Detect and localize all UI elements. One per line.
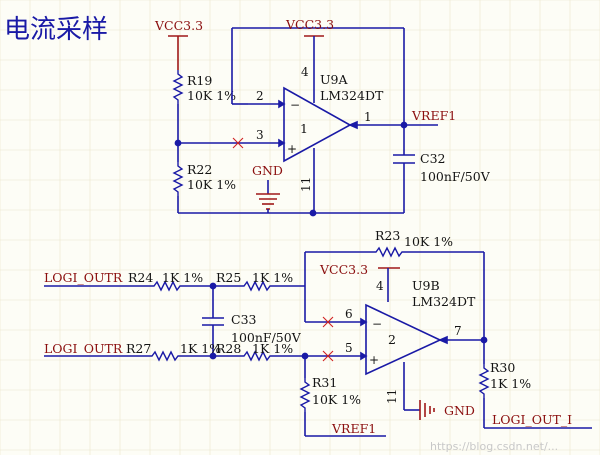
r22-symbol bbox=[172, 162, 184, 196]
u9a-opamp-symbol bbox=[283, 86, 352, 163]
r25-symbol bbox=[240, 280, 274, 292]
r23-value: 10K 1% bbox=[404, 234, 453, 249]
r23-ref: R23 bbox=[375, 228, 400, 243]
u9a-pin1-num: 1 bbox=[364, 110, 372, 124]
r25-value: 1K 1% bbox=[252, 270, 293, 285]
r19-symbol bbox=[172, 70, 184, 104]
r24-ref: R24 bbox=[128, 270, 153, 285]
c32-ref: C32 bbox=[420, 151, 445, 166]
vref1-label-out: VREF1 bbox=[411, 108, 456, 123]
r31-symbol bbox=[299, 378, 311, 412]
port-logi-outr2: LOGI_OUTR bbox=[44, 341, 123, 356]
u9a-pin3-arrow bbox=[278, 138, 286, 148]
c32-value: 100nF/50V bbox=[420, 169, 491, 184]
u9a-stage: VCC3.3 R19 10K 1% R22 10K 1% GND VCC3.3 bbox=[154, 17, 491, 217]
r27-symbol bbox=[148, 350, 182, 362]
port-logi-outr: LOGI_OUTR bbox=[44, 270, 123, 285]
u9b-pin7-num: 7 bbox=[454, 324, 462, 338]
r28-value: 1K 1% bbox=[252, 341, 293, 356]
u9a-part: LM324DT bbox=[320, 88, 384, 103]
u9b-opamp-symbol bbox=[365, 303, 442, 376]
u9b-pin6-num: 6 bbox=[345, 307, 353, 321]
no-connect-mark bbox=[322, 316, 334, 362]
vref1-label-in: VREF1 bbox=[331, 421, 376, 436]
r28-ref: R28 bbox=[216, 341, 241, 356]
u9a-ref: U9A bbox=[320, 72, 348, 87]
r30-value: 1K 1% bbox=[490, 376, 531, 391]
r27-ref: R27 bbox=[126, 341, 151, 356]
u9a-pin4-num: 4 bbox=[301, 65, 309, 79]
schematic-title: 电流采样 bbox=[4, 15, 108, 45]
r19-ref: R19 bbox=[187, 73, 212, 88]
r24-value: 1K 1% bbox=[162, 270, 203, 285]
u9b-part: LM324DT bbox=[412, 294, 476, 309]
vcc-label-right: VCC3.3 bbox=[285, 17, 334, 32]
u9a-minus-sign: − bbox=[290, 98, 300, 112]
r31-value: 10K 1% bbox=[312, 392, 361, 407]
u9b-minus-sign: − bbox=[372, 317, 382, 331]
port-logi-out-i: LOGI_OUT_I bbox=[492, 412, 572, 427]
u9b-ref: U9B bbox=[412, 278, 440, 293]
watermark: https://blog.csdn.net/... bbox=[430, 440, 558, 453]
r19-value: 10K 1% bbox=[187, 88, 236, 103]
r24-symbol bbox=[150, 280, 184, 292]
u9b-plus-sign: + bbox=[369, 353, 379, 367]
u9b-pin6-arrow bbox=[360, 317, 368, 327]
u9a-unit: 1 bbox=[300, 121, 308, 136]
vcc-label-u9b: VCC3.3 bbox=[319, 262, 368, 277]
gnd-label-u9b: GND bbox=[444, 403, 475, 418]
u9b-unit: 2 bbox=[388, 332, 396, 347]
r25-ref: R25 bbox=[216, 270, 241, 285]
u9a-pin2-arrow bbox=[278, 99, 286, 109]
r27-value: 1K 1% bbox=[180, 341, 221, 356]
u9a-plus-sign: + bbox=[287, 142, 297, 156]
u9a-pin3-num: 3 bbox=[256, 128, 264, 142]
u9b-stage: LOGI_OUTR R24 1K 1% R25 1K 1% C33 100nF/… bbox=[44, 228, 592, 437]
r22-ref: R22 bbox=[187, 162, 212, 177]
r30-ref: R30 bbox=[490, 360, 515, 375]
r22-value: 10K 1% bbox=[187, 177, 236, 192]
u9a-pin2-num: 2 bbox=[256, 89, 264, 103]
u9b-pin11-num: 11 bbox=[385, 389, 399, 404]
r28-symbol bbox=[240, 350, 274, 362]
gnd-label: GND bbox=[252, 163, 283, 178]
c33-value: 100nF/50V bbox=[231, 330, 302, 345]
r30-symbol bbox=[478, 364, 490, 398]
r31-ref: R31 bbox=[312, 375, 337, 390]
u9b-pin5-num: 5 bbox=[345, 341, 353, 355]
u9a-pin11-num: 11 bbox=[299, 177, 313, 192]
junction-gnd-rail bbox=[309, 209, 317, 217]
vcc-label-left: VCC3.3 bbox=[154, 18, 203, 33]
r23-symbol bbox=[372, 246, 406, 258]
c33-ref: C33 bbox=[231, 312, 257, 327]
u9b-pin4-num: 4 bbox=[376, 279, 384, 293]
no-connect-mark bbox=[232, 137, 244, 149]
